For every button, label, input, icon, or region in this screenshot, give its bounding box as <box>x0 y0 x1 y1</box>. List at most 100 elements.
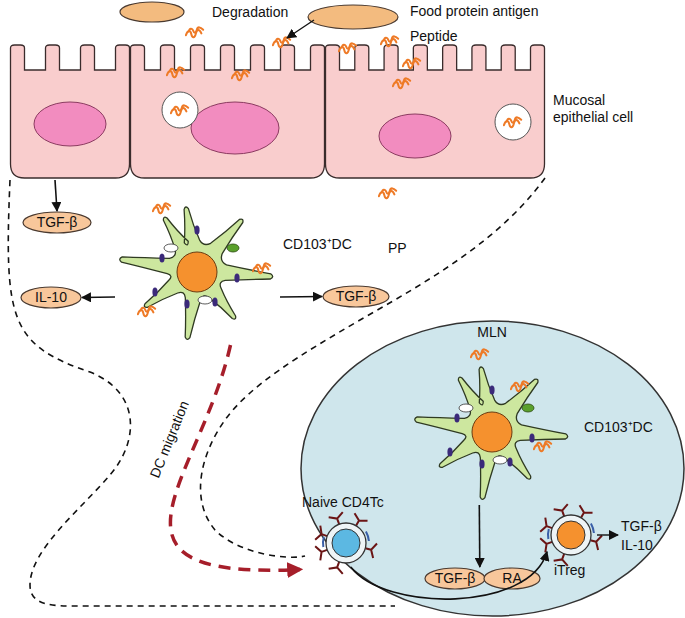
epithelium-shape <box>10 44 545 180</box>
cell-membrane <box>326 523 366 563</box>
oval-outline <box>484 568 540 589</box>
node-label: MLN <box>452 324 532 341</box>
organelle <box>522 404 534 412</box>
nucleus <box>557 521 585 549</box>
dendritic-cell-shape <box>410 355 575 505</box>
membrane-marker <box>366 532 369 541</box>
dendritic-cell-shape <box>115 195 280 345</box>
receptor <box>365 544 377 558</box>
text-label: PP <box>388 240 407 257</box>
node-label: RA <box>502 570 521 587</box>
connector-arrow <box>82 296 115 298</box>
membrane-marker <box>322 537 325 547</box>
organelle <box>227 244 239 252</box>
t-cell-shape <box>547 511 595 559</box>
epithelium: Mucosal epithelial cell <box>10 44 545 180</box>
node-label: iTreg <box>554 562 604 579</box>
text-label: IL-10 <box>621 537 653 554</box>
dendritic-cell: CD103⁺DC <box>115 195 280 345</box>
nucleus <box>177 252 217 292</box>
cell-membrane <box>551 515 591 555</box>
peptide <box>186 27 203 37</box>
vesicle <box>493 456 507 464</box>
node-label: Mucosal epithelial cell <box>553 92 659 126</box>
organelle <box>454 414 459 423</box>
nucleus <box>191 102 279 154</box>
organelle <box>159 254 164 263</box>
receptor <box>540 538 552 552</box>
node-label: IL-10 <box>35 289 67 306</box>
label-holder: TGF-β <box>424 567 486 590</box>
label-holder: IL-10 <box>20 286 82 309</box>
peptide <box>339 43 356 53</box>
lymph-node: MLNCD103⁺DCNaive CD4TcTGF-βRAiTreg <box>300 320 685 617</box>
migration-arrow <box>170 345 300 570</box>
nucleus <box>379 114 451 158</box>
receptor <box>590 536 602 550</box>
organelle <box>529 434 534 443</box>
dendritic-cell: CD103⁺DC <box>410 355 575 505</box>
organelle <box>212 298 217 307</box>
nucleus <box>34 102 106 146</box>
organelle <box>152 288 157 297</box>
text-label: Degradation <box>212 4 288 21</box>
epithelial-cell <box>131 45 325 178</box>
organelle <box>234 274 239 283</box>
oval-outline <box>323 286 389 307</box>
oval-outline <box>23 212 91 233</box>
node-label: CD103⁺DC <box>584 419 679 436</box>
membrane-marker <box>547 529 550 539</box>
receptor <box>540 518 552 532</box>
cytokine-oval: TGF-β <box>322 285 390 308</box>
label-holder: TGF-β <box>322 285 390 308</box>
cytokine-oval: TGF-β <box>22 211 92 234</box>
label-holder: RA <box>483 567 541 590</box>
antigen-oval: Food protein antigen <box>307 4 399 30</box>
oval-outline <box>425 568 485 589</box>
vesicle <box>459 404 473 412</box>
organelle <box>479 460 484 469</box>
epithelial-cell <box>326 45 545 178</box>
t-cell-shape <box>322 519 370 567</box>
text-label: TGF-β <box>621 518 662 535</box>
organelle <box>194 226 199 235</box>
peptide <box>153 203 170 213</box>
degradation-arrow <box>287 20 314 38</box>
receptor <box>554 504 568 516</box>
receptor <box>329 512 343 524</box>
receptor <box>580 505 593 517</box>
receptor <box>355 513 368 525</box>
connector-arrow <box>55 180 57 211</box>
membrane-marker <box>591 524 594 533</box>
cytokine-oval: TGF-β <box>424 567 486 590</box>
organelle <box>447 448 452 457</box>
edge-label: DC migration <box>144 392 195 486</box>
receptor <box>329 562 343 574</box>
node-label: TGF-β <box>336 288 377 305</box>
node-label: Food protein antigen <box>410 3 580 20</box>
label-holder: TGF-β <box>22 211 92 234</box>
text-label: Peptide <box>410 28 457 45</box>
node-label: CD103⁺DC <box>283 236 378 253</box>
antigen-oval <box>120 2 184 22</box>
cytokine-oval: RA <box>483 567 541 590</box>
t-cell: Naive CD4Tc <box>322 519 370 567</box>
antigen-oval-shape <box>307 4 399 30</box>
node-label: TGF-β <box>37 214 78 231</box>
organelle <box>489 386 494 395</box>
receptor <box>315 526 327 540</box>
lymph-node-outline <box>301 321 684 616</box>
vesicle <box>495 104 531 140</box>
vesicle <box>164 244 178 252</box>
t-cell: iTreg <box>547 511 595 559</box>
vesicle <box>162 92 198 128</box>
organelle <box>507 458 512 467</box>
node-label: Naive CD4Tc <box>302 494 412 511</box>
nucleus <box>332 529 360 557</box>
peptide <box>379 188 396 198</box>
oval-outline <box>21 287 81 308</box>
epithelial-cell <box>11 45 130 178</box>
organelle <box>184 300 189 309</box>
dendritic-cell-body <box>120 207 273 339</box>
